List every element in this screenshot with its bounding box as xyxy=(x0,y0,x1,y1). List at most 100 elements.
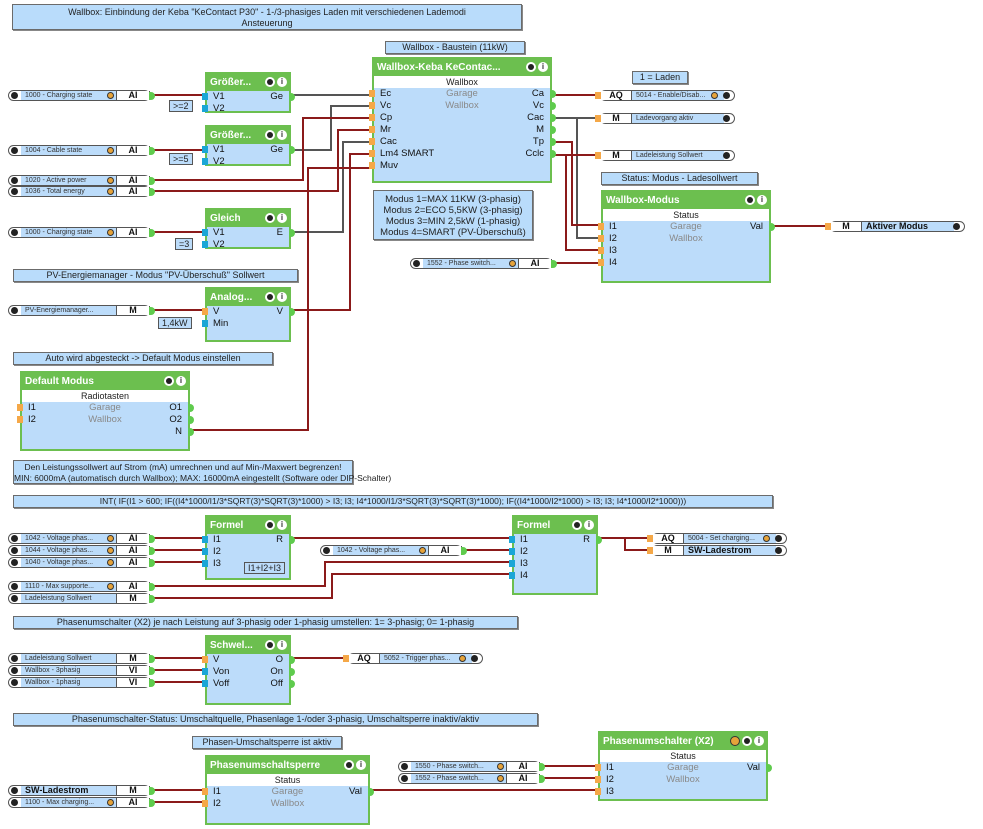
output-pin[interactable] xyxy=(769,223,775,231)
constant-eq3[interactable]: =3 xyxy=(175,238,194,250)
output-pin[interactable] xyxy=(149,667,155,675)
output-pin[interactable] xyxy=(539,775,545,783)
constant-ge5[interactable]: >=5 xyxy=(169,153,193,165)
input-pin[interactable] xyxy=(202,680,208,687)
output-pin[interactable] xyxy=(149,147,155,155)
gear-icon[interactable] xyxy=(401,775,408,782)
input-pin[interactable] xyxy=(369,150,375,157)
gear-icon[interactable] xyxy=(723,92,730,99)
input-pin[interactable] xyxy=(202,536,208,543)
input-pin[interactable] xyxy=(595,764,601,771)
info-icon[interactable]: i xyxy=(176,376,186,386)
info-icon[interactable]: i xyxy=(757,195,767,205)
output-pin[interactable] xyxy=(550,102,556,110)
input-pin[interactable] xyxy=(343,655,349,662)
block-header[interactable]: Schwel...i xyxy=(207,637,289,654)
output-pin[interactable] xyxy=(149,307,155,315)
output-pin[interactable] xyxy=(149,583,155,591)
input-pin[interactable] xyxy=(202,656,208,663)
input-pin[interactable] xyxy=(202,158,208,165)
info-icon[interactable]: i xyxy=(277,213,287,223)
input-pin[interactable] xyxy=(509,560,515,567)
output-pin[interactable] xyxy=(149,787,155,795)
gear-icon[interactable] xyxy=(11,547,18,554)
block-header[interactable]: Größer...i xyxy=(207,74,289,91)
input-pin[interactable] xyxy=(202,668,208,675)
input-pin[interactable] xyxy=(598,235,604,242)
output-pin[interactable] xyxy=(149,595,155,603)
input-pin[interactable] xyxy=(202,320,208,327)
input-object[interactable]: 1042 - Voltage phas...AI xyxy=(320,545,467,556)
input-object[interactable]: 1040 - Voltage phas...AI xyxy=(8,557,155,568)
output-pin[interactable] xyxy=(550,138,556,146)
input-pin[interactable] xyxy=(369,126,375,133)
input-pin[interactable] xyxy=(202,93,208,100)
output-pin[interactable] xyxy=(539,763,545,771)
output-pin[interactable] xyxy=(188,416,194,424)
output-pin[interactable] xyxy=(766,764,772,772)
output-pin[interactable] xyxy=(289,680,295,688)
output-pin[interactable] xyxy=(368,788,374,796)
gear-icon[interactable] xyxy=(323,547,330,554)
info-icon[interactable]: i xyxy=(277,292,287,302)
gear-icon[interactable] xyxy=(723,152,730,159)
output-pin[interactable] xyxy=(149,92,155,100)
gear-icon[interactable] xyxy=(745,195,755,205)
input-object[interactable]: 1552 - Phase switch...AI xyxy=(398,773,545,784)
input-pin[interactable] xyxy=(369,162,375,169)
output-pin[interactable] xyxy=(289,93,295,101)
input-pin[interactable] xyxy=(509,548,515,555)
input-pin[interactable] xyxy=(202,800,208,807)
input-pin[interactable] xyxy=(369,102,375,109)
output-pin[interactable] xyxy=(289,668,295,676)
gear-icon[interactable] xyxy=(265,640,275,650)
input-pin[interactable] xyxy=(17,404,23,411)
output-pin[interactable] xyxy=(596,536,602,544)
output-pin[interactable] xyxy=(289,229,295,237)
input-pin[interactable] xyxy=(509,572,515,579)
gear-icon[interactable] xyxy=(413,260,420,267)
output-pin[interactable] xyxy=(149,799,155,807)
output-pin[interactable] xyxy=(188,404,194,412)
gear-icon[interactable] xyxy=(11,535,18,542)
input-pin[interactable] xyxy=(202,105,208,112)
gear-icon[interactable] xyxy=(11,307,18,314)
gear-icon[interactable] xyxy=(11,787,18,794)
input-pin[interactable] xyxy=(595,92,601,99)
output-pin[interactable] xyxy=(550,150,556,158)
formula-expression[interactable]: I1+I2+I3 xyxy=(243,562,285,574)
gear-icon[interactable] xyxy=(344,760,354,770)
input-pin[interactable] xyxy=(598,247,604,254)
output-pin[interactable] xyxy=(550,114,556,122)
output-pin[interactable] xyxy=(551,260,557,268)
block-header[interactable]: Wallbox-Keba KeContac...i xyxy=(374,59,550,76)
gear-icon[interactable] xyxy=(265,520,275,530)
output-pin[interactable] xyxy=(461,547,467,555)
gear-icon[interactable] xyxy=(526,62,536,72)
info-icon[interactable]: i xyxy=(277,77,287,87)
input-pin[interactable] xyxy=(598,223,604,230)
gear-icon[interactable] xyxy=(265,292,275,302)
output-pin[interactable] xyxy=(289,536,295,544)
gear-icon[interactable] xyxy=(11,92,18,99)
output-pin[interactable] xyxy=(289,146,295,154)
constant-min[interactable]: 1,4kW xyxy=(158,317,192,329)
